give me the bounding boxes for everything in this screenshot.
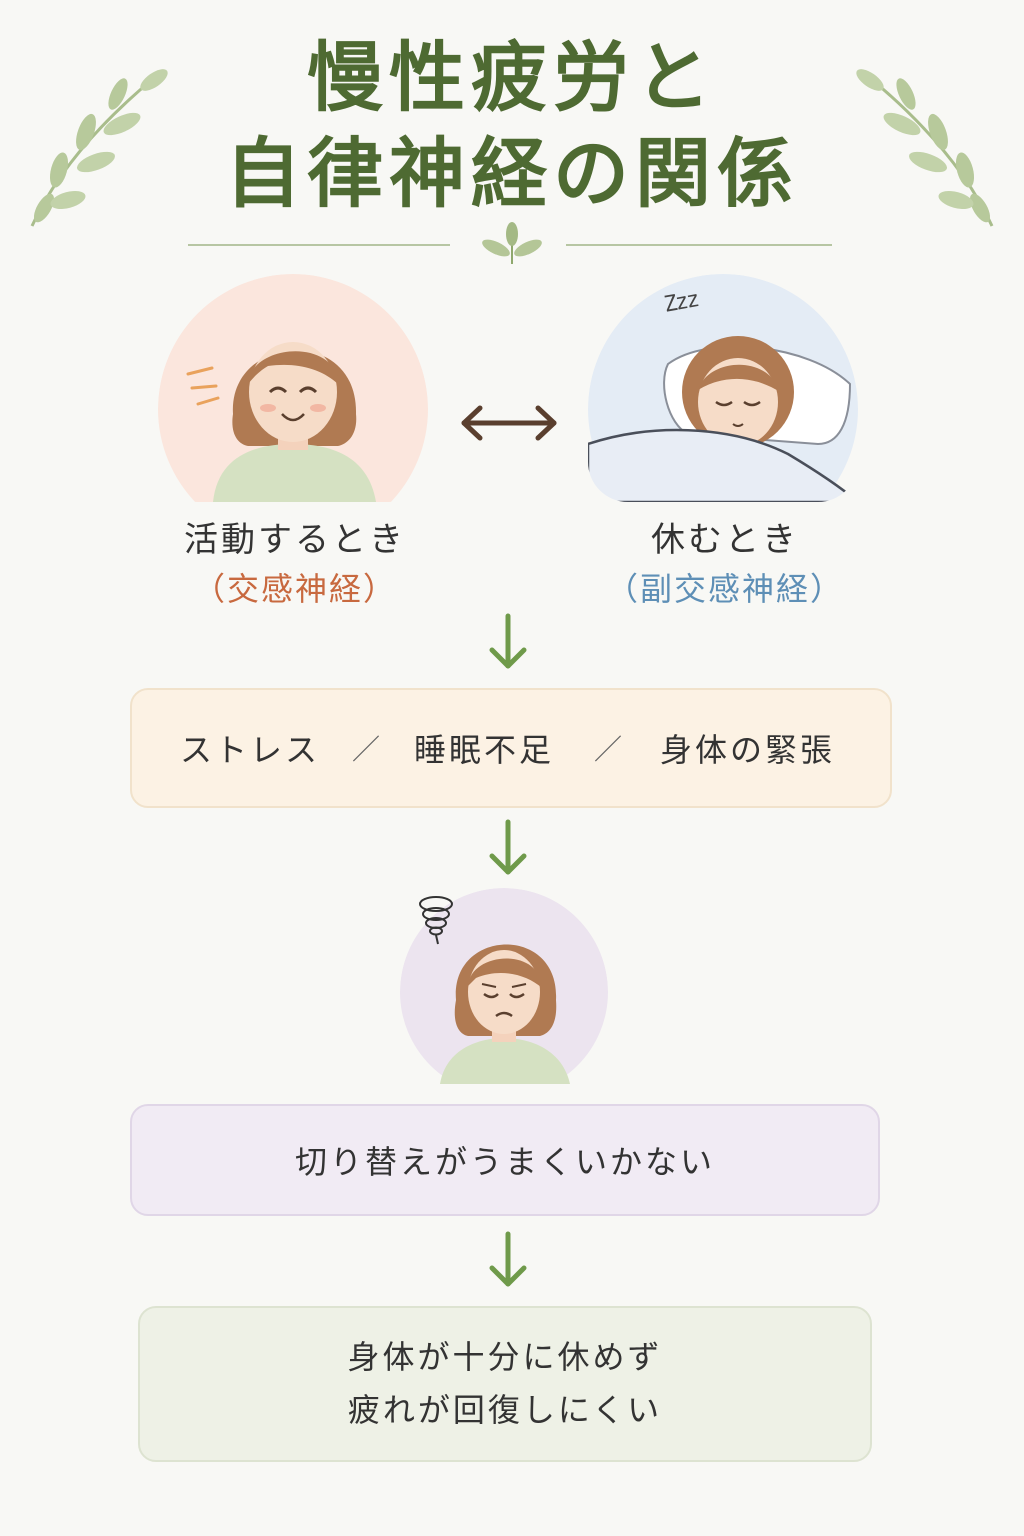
- switching-problem-box: 切り替えがうまくいかない: [130, 1104, 880, 1216]
- down-arrow-icon: [489, 819, 527, 875]
- causes-box: ストレス ／ 睡眠不足 ／ 身体の緊張: [130, 688, 892, 808]
- page-title-line-1: 慢性疲労と: [307, 33, 717, 122]
- down-arrow-icon: [489, 613, 527, 669]
- result-line-1: 身体が十分に休めず: [347, 1338, 663, 1377]
- divider-left: [188, 244, 450, 246]
- result-box: 身体が十分に休めず 疲れが回復しにくい: [138, 1306, 872, 1462]
- double-arrow-icon: [461, 405, 557, 441]
- separator-2: ／: [594, 733, 626, 766]
- cause-body-tension: 身体の緊張: [660, 731, 836, 769]
- switching-problem-text: 切り替えがうまくいかない: [294, 1143, 715, 1181]
- active-person-illustration: [158, 274, 428, 502]
- result-line-2: 疲れが回復しにくい: [347, 1391, 663, 1429]
- divider-right: [566, 244, 832, 246]
- active-state-label: 活動するとき: [184, 520, 406, 560]
- sprout-icon: [482, 222, 542, 264]
- separator-1: ／: [352, 733, 384, 766]
- branch-right-decoration: [856, 69, 994, 227]
- page-title-line-2: 自律神経の関係: [225, 129, 799, 218]
- down-arrow-icon: [489, 1231, 527, 1287]
- cause-stress: ストレス: [180, 731, 321, 769]
- cause-lack-of-sleep: 睡眠不足: [414, 731, 555, 769]
- dizzy-swirl-icon: [419, 896, 453, 945]
- branch-left-decoration: [30, 69, 168, 227]
- resting-person-illustration: [588, 274, 858, 502]
- tired-person-illustration: [400, 888, 608, 1084]
- rest-state-label: 休むとき: [651, 520, 799, 560]
- parasympathetic-nerve-label: （副交感神経）: [605, 570, 844, 608]
- sympathetic-nerve-label: （交感神経）: [192, 570, 397, 608]
